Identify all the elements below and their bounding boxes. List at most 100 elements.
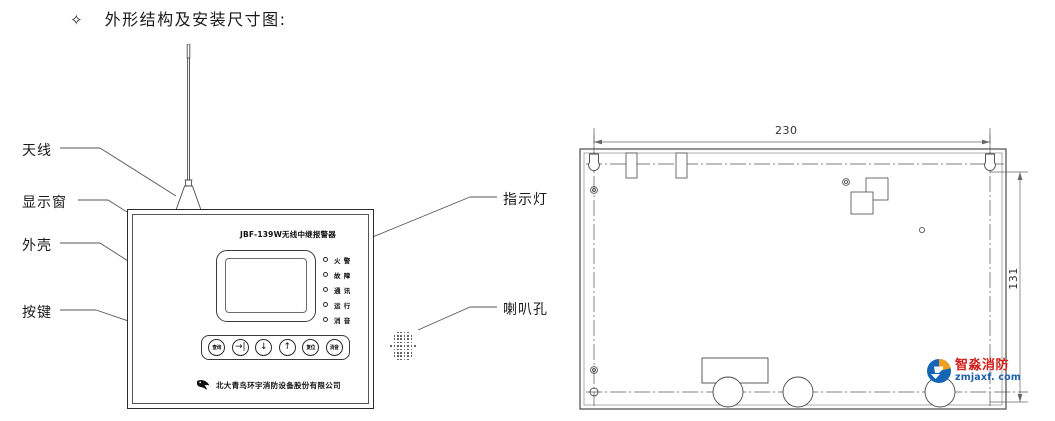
callout-speaker-hole: 喇叭孔 [503, 302, 548, 318]
speaker-hole-dot [400, 348, 402, 351]
speaker-hole-dot [400, 338, 402, 340]
key-reset-label: 复位 [306, 345, 316, 351]
speaker-hole-dot [410, 335, 413, 337]
watermark-url: zmjaxf. com [955, 372, 1022, 384]
speaker-hole-dot [393, 338, 396, 340]
led-silence-icon [323, 317, 328, 322]
watermark-texts: 智淼消防 zmjaxf. com [955, 359, 1021, 383]
lcd-screen [225, 258, 307, 313]
speaker-hole-dot [393, 352, 396, 354]
indicator-label: 通讯 [334, 286, 354, 295]
speaker-hole-dot [403, 358, 406, 361]
indicator-row-running: 运行 [323, 297, 373, 312]
key-silence[interactable]: 消音 [325, 339, 343, 356]
key-silence-label: 消音 [329, 345, 339, 351]
callout-casing: 外壳 [22, 238, 52, 254]
speaker-hole-dot [403, 331, 406, 334]
speaker-hole-dot [397, 355, 399, 357]
panel-company-footer: 北大青鸟环宇消防设备股份有限公司 [196, 379, 341, 392]
indicator-label: 运行 [334, 301, 354, 310]
dimension-height-label: 131 [1006, 267, 1020, 290]
indicator-row-fault: 故障 [323, 267, 373, 282]
callout-antenna: 天线 [22, 143, 52, 159]
callout-display-window: 显示窗 [22, 195, 67, 211]
keypad-bar: 查询 →| ↓ ↑ 复位 消音 [201, 335, 350, 360]
speaker-hole-dot [407, 358, 409, 361]
speaker-hole-dot [407, 341, 409, 344]
speaker-hole-dot [407, 345, 409, 347]
speaker-hole-dot [393, 348, 396, 351]
page-title: 外形结构及安装尺寸图: [104, 10, 287, 29]
speaker-hole-dot [403, 355, 406, 357]
speaker-hole-dot [403, 338, 406, 340]
speaker-grille [386, 327, 420, 365]
key-up[interactable]: ↑ [278, 339, 296, 356]
speaker-hole-dot [410, 355, 413, 357]
display-window [216, 250, 316, 322]
speaker-hole-dot [397, 335, 399, 337]
speaker-hole-dot [397, 358, 399, 361]
indicator-label: 故障 [334, 271, 354, 280]
watermark: 智淼消防 zmjaxf. com [926, 358, 1021, 384]
speaker-hole-dot [400, 345, 402, 347]
speaker-hole-dot [414, 345, 416, 347]
speaker-hole-dot [410, 345, 413, 347]
indicator-label: 消音 [334, 316, 354, 325]
watermark-brand: 智淼消防 [955, 358, 1010, 374]
led-running-icon [323, 302, 328, 307]
key-query[interactable]: 查询 [208, 339, 226, 356]
speaker-hole-dot [410, 352, 413, 354]
indicator-row-silence: 消音 [323, 312, 373, 327]
speaker-hole-dot [393, 355, 396, 357]
arrow-down-icon: ↓ [259, 342, 268, 352]
speaker-hole-dot [400, 341, 402, 344]
company-name: 北大青鸟环宇消防设备股份有限公司 [216, 381, 341, 390]
speaker-hole-dot [410, 341, 413, 344]
speaker-hole-dot [403, 345, 406, 347]
speaker-hole-dot [403, 341, 406, 344]
speaker-hole-dot [393, 335, 396, 337]
key-down[interactable]: ↓ [255, 339, 273, 356]
callout-indicator-light: 指示灯 [503, 192, 548, 208]
speaker-hole-dot [400, 358, 402, 361]
key-enter[interactable]: →| [231, 339, 249, 356]
antenna-illustration [174, 44, 203, 212]
speaker-hole-dot [407, 352, 409, 354]
speaker-hole-dot [390, 345, 392, 347]
speaker-hole-dot [410, 338, 413, 340]
speaker-hole-dot [400, 331, 402, 334]
page-heading: ✧ 外形结构及安装尺寸图: [70, 6, 286, 30]
speaker-hole-dot [400, 335, 402, 337]
led-fault-icon [323, 272, 328, 277]
speaker-hole-dot [397, 352, 399, 354]
speaker-hole-dot [393, 345, 396, 347]
arrow-up-icon: ↑ [283, 342, 292, 352]
company-logo-icon [196, 379, 211, 392]
speaker-hole-dot [397, 348, 399, 351]
speaker-hole-dot [407, 331, 409, 334]
speaker-hole-dot [393, 341, 396, 344]
key-query-label: 查询 [212, 345, 222, 351]
speaker-hole-dot [397, 341, 399, 344]
indicator-row-fire-alarm: 火警 [323, 252, 373, 267]
speaker-hole-dot [407, 335, 409, 337]
speaker-hole-dot [403, 352, 406, 354]
speaker-hole-dot [400, 355, 402, 357]
speaker-hole-dot [397, 331, 399, 334]
speaker-hole-dot [397, 345, 399, 347]
enter-arrow-icon: →| [234, 342, 246, 352]
indicator-lamp-group: 火警 故障 通讯 运行 消音 [323, 252, 373, 327]
watermark-logo-icon [926, 358, 952, 384]
speaker-hole-dot [397, 338, 399, 340]
led-communication-icon [323, 287, 328, 292]
key-reset[interactable]: 复位 [302, 339, 320, 356]
speaker-hole-dot [403, 335, 406, 337]
callout-keys: 按键 [22, 305, 52, 321]
led-fire-alarm-icon [323, 257, 328, 262]
speaker-hole-dot [400, 352, 402, 354]
diamond-bullet-icon: ✧ [70, 11, 83, 29]
indicator-row-communication: 通讯 [323, 282, 373, 297]
speaker-hole-dot [410, 348, 413, 351]
speaker-hole-dot [407, 338, 409, 340]
indicator-label: 火警 [334, 256, 354, 265]
